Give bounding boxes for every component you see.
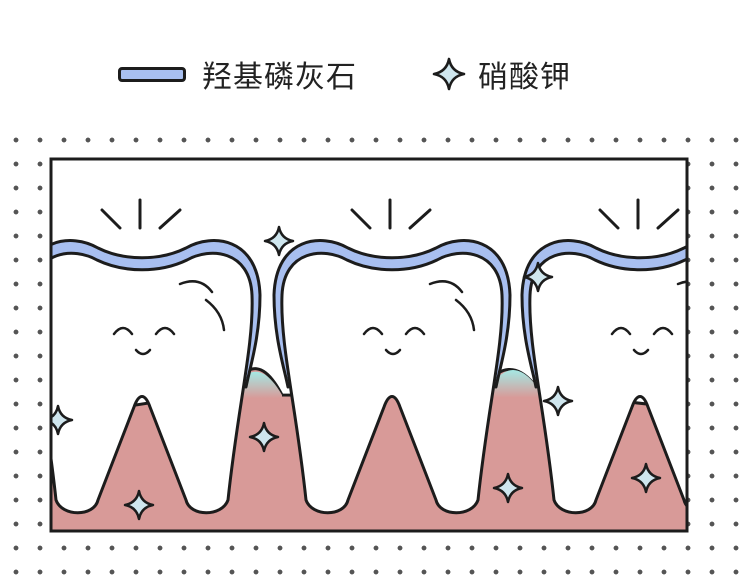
legend-item-potassium-nitrate: 硝酸钾 <box>432 52 571 96</box>
right-eye-icon <box>404 326 426 336</box>
tooth-left <box>51 198 262 515</box>
sparkle-icon <box>350 198 432 230</box>
gum-gap-right <box>486 370 542 420</box>
sparkle-icon <box>100 198 182 230</box>
potassium-nitrate-crystal-icon <box>492 472 524 504</box>
shine-line <box>428 280 464 294</box>
tooth-body <box>280 251 504 515</box>
tooth-middle <box>272 198 512 515</box>
sparkle-icon <box>598 198 680 230</box>
right-eye-icon <box>652 326 674 336</box>
potassium-nitrate-swatch-icon <box>432 57 466 91</box>
legend-item-hydroxyapatite: 羟基磷灰石 <box>118 52 357 96</box>
right-eye-icon <box>154 326 176 336</box>
diagram-frame <box>49 157 689 533</box>
shine-line <box>704 300 722 330</box>
left-eye-icon <box>610 326 632 336</box>
potassium-nitrate-crystal-icon <box>123 489 155 521</box>
smile-icon <box>632 348 650 356</box>
legend-label-hydroxyapatite: 羟基磷灰石 <box>202 60 357 95</box>
shine-line <box>204 298 226 332</box>
potassium-nitrate-crystal-icon <box>630 462 662 494</box>
potassium-nitrate-crystal-icon <box>51 404 74 436</box>
potassium-nitrate-crystal-icon <box>542 385 574 417</box>
legend: 羟基磷灰石 硝酸钾 <box>0 0 753 120</box>
hydroxyapatite-swatch-icon <box>118 66 186 82</box>
tooth-body <box>528 251 687 515</box>
left-eye-icon <box>362 326 384 336</box>
legend-label-potassium-nitrate: 硝酸钾 <box>478 60 571 95</box>
tooth-body <box>51 251 254 515</box>
tooth-right <box>520 198 722 515</box>
shine-line <box>454 298 476 332</box>
smile-icon <box>134 348 152 356</box>
left-eye-icon <box>112 326 134 336</box>
potassium-nitrate-crystal-icon <box>248 421 280 453</box>
shine-line <box>676 280 687 286</box>
shine-line <box>178 280 214 294</box>
potassium-nitrate-crystal-icon <box>522 261 554 293</box>
smile-icon <box>384 348 402 356</box>
potassium-nitrate-crystal-icon <box>263 225 295 257</box>
